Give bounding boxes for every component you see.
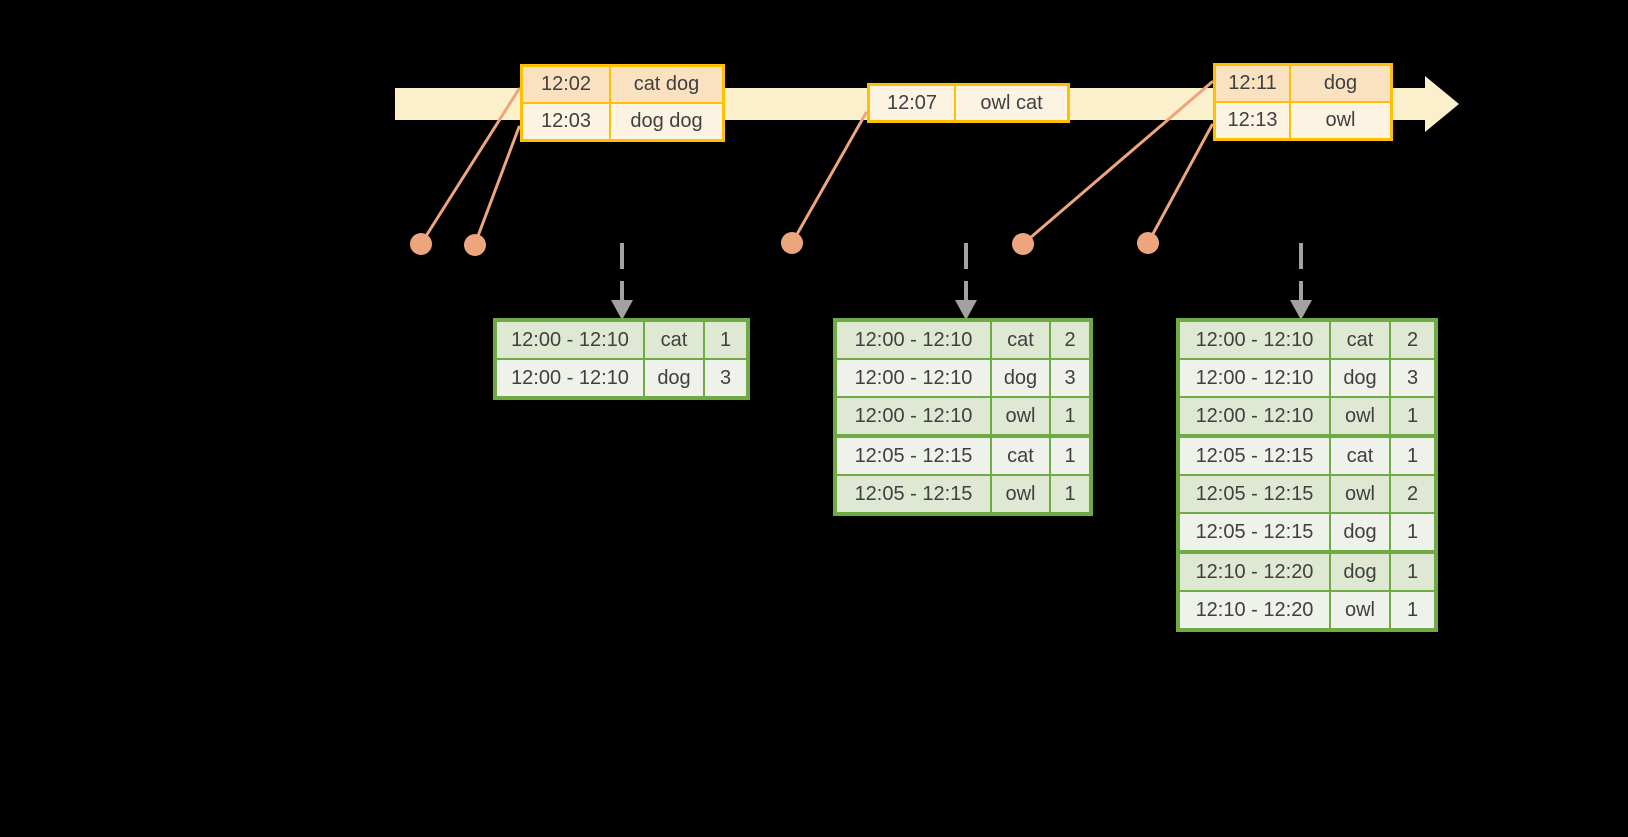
table-row: 12:05 - 12:15 owl 1 <box>837 476 1089 512</box>
event-table-2: 12:07 owl cat <box>867 83 1070 123</box>
window-cell: 12:05 - 12:15 <box>1180 438 1329 474</box>
count-cell: 1 <box>1051 398 1089 434</box>
event-words-cell: owl cat <box>956 86 1067 120</box>
window-cell: 12:00 - 12:10 <box>1180 322 1329 358</box>
event-time-cell: 12:07 <box>870 86 954 120</box>
count-cell: 1 <box>1391 592 1434 628</box>
arrow-down-icon <box>1290 300 1312 320</box>
count-cell: 1 <box>1391 438 1434 474</box>
event-words-cell: dog <box>1291 66 1390 101</box>
event-row: 12:02 cat dog <box>523 67 722 102</box>
event-time-cell: 12:03 <box>523 104 609 139</box>
word-cell: cat <box>992 322 1049 358</box>
count-cell: 1 <box>1391 514 1434 550</box>
event-row: 12:03 dog dog <box>523 104 722 139</box>
table-row: 12:05 - 12:15 dog 1 <box>1180 514 1434 550</box>
window-cell: 12:00 - 12:10 <box>837 360 990 396</box>
table-row: 12:00 - 12:10 cat 2 <box>837 322 1089 358</box>
event-table-1: 12:02 cat dog 12:03 dog dog <box>520 64 725 142</box>
arrow-down-icon <box>955 300 977 320</box>
window-cell: 12:00 - 12:10 <box>1180 398 1329 434</box>
event-row: 12:11 dog <box>1216 66 1390 101</box>
count-cell: 1 <box>705 322 746 358</box>
word-cell: dog <box>1331 514 1389 550</box>
window-cell: 12:00 - 12:10 <box>837 322 990 358</box>
word-cell: owl <box>1331 398 1389 434</box>
event-connectors <box>419 80 1214 246</box>
connector-line <box>790 111 868 245</box>
connector-line <box>419 87 521 246</box>
window-cell: 12:05 - 12:15 <box>837 438 990 474</box>
event-row: 12:13 owl <box>1216 103 1390 138</box>
window-cell: 12:10 - 12:20 <box>1180 592 1329 628</box>
count-cell: 1 <box>1051 476 1089 512</box>
event-words-cell: cat dog <box>611 67 722 102</box>
word-cell: dog <box>992 360 1049 396</box>
word-cell: cat <box>1331 438 1389 474</box>
table-row: 12:05 - 12:15 owl 2 <box>1180 476 1434 512</box>
event-dot <box>781 232 803 254</box>
table-row: 12:00 - 12:10 cat 2 <box>1180 322 1434 358</box>
window-cell: 12:00 - 12:10 <box>1180 360 1329 396</box>
table-row: 12:10 - 12:20 dog 1 <box>1180 554 1434 590</box>
count-cell: 1 <box>1051 438 1089 474</box>
table-row: 12:00 - 12:10 owl 1 <box>1180 398 1434 434</box>
word-cell: cat <box>992 438 1049 474</box>
arrow-down-icon <box>611 300 633 320</box>
word-cell: owl <box>1331 476 1389 512</box>
window-cell: 12:00 - 12:10 <box>497 322 643 358</box>
window-cell: 12:05 - 12:15 <box>1180 514 1329 550</box>
word-cell: dog <box>645 360 703 396</box>
table-row: 12:10 - 12:20 owl 1 <box>1180 592 1434 628</box>
event-dot <box>410 233 432 255</box>
window-cell: 12:00 - 12:10 <box>497 360 643 396</box>
event-words-cell: dog dog <box>611 104 722 139</box>
event-row: 12:07 owl cat <box>870 86 1067 120</box>
table-row: 12:00 - 12:10 dog 3 <box>497 360 746 396</box>
window-cell: 12:00 - 12:10 <box>837 398 990 434</box>
connector-line <box>1021 80 1214 246</box>
window-cell: 12:05 - 12:15 <box>1180 476 1329 512</box>
event-time-cell: 12:13 <box>1216 103 1289 138</box>
event-words-cell: owl <box>1291 103 1390 138</box>
table-row: 12:00 - 12:10 dog 3 <box>1180 360 1434 396</box>
count-cell: 2 <box>1391 322 1434 358</box>
event-dot <box>1137 232 1159 254</box>
event-table-3: 12:11 dog 12:13 owl <box>1213 63 1393 141</box>
count-cell: 1 <box>1391 398 1434 434</box>
word-cell: dog <box>1331 554 1389 590</box>
timeline-arrowhead-icon <box>1425 76 1459 132</box>
word-cell: cat <box>645 322 703 358</box>
count-cell: 2 <box>1051 322 1089 358</box>
count-cell: 1 <box>1391 554 1434 590</box>
word-cell: owl <box>992 476 1049 512</box>
table-row: 12:00 - 12:10 dog 3 <box>837 360 1089 396</box>
event-dot <box>1012 233 1034 255</box>
event-dot <box>464 234 486 256</box>
table-row: 12:05 - 12:15 cat 1 <box>1180 438 1434 474</box>
table-row: 12:05 - 12:15 cat 1 <box>837 438 1089 474</box>
table-row: 12:00 - 12:10 owl 1 <box>837 398 1089 434</box>
count-cell: 3 <box>705 360 746 396</box>
result-table-3: 12:00 - 12:10 cat 2 12:00 - 12:10 dog 3 … <box>1176 318 1438 632</box>
window-cell: 12:05 - 12:15 <box>837 476 990 512</box>
event-dots <box>410 232 1159 256</box>
result-table-2: 12:00 - 12:10 cat 2 12:00 - 12:10 dog 3 … <box>833 318 1093 516</box>
count-cell: 3 <box>1051 360 1089 396</box>
connector-line <box>473 125 521 246</box>
word-cell: owl <box>1331 592 1389 628</box>
event-time-cell: 12:11 <box>1216 66 1289 101</box>
window-cell: 12:10 - 12:20 <box>1180 554 1329 590</box>
table-row: 12:00 - 12:10 cat 1 <box>497 322 746 358</box>
word-cell: owl <box>992 398 1049 434</box>
count-cell: 3 <box>1391 360 1434 396</box>
result-table-1: 12:00 - 12:10 cat 1 12:00 - 12:10 dog 3 <box>493 318 750 400</box>
word-cell: dog <box>1331 360 1389 396</box>
trigger-arrows <box>611 243 1312 320</box>
connector-line <box>1146 123 1214 245</box>
count-cell: 2 <box>1391 476 1434 512</box>
event-time-cell: 12:02 <box>523 67 609 102</box>
word-cell: cat <box>1331 322 1389 358</box>
